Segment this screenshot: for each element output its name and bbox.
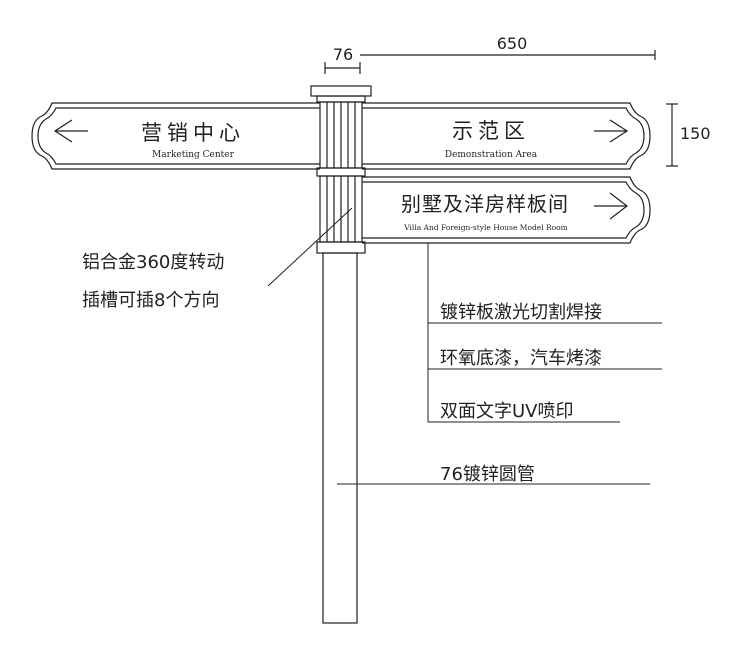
post-diameter-label: 76 [333,45,353,64]
sign-right-outline [362,102,651,170]
dimension-sign-height [666,103,678,167]
arm-length-label: 650 [497,34,528,53]
arrow-right-icon [594,119,629,143]
sign-lower-cn: 别墅及洋房样板间 [401,192,569,216]
sign-left-en: Marketing Center [152,150,235,160]
annotation-paint: 环氧底漆，汽车烤漆 [440,348,602,369]
leader-sign-specs [427,243,662,423]
bottom-ring [316,241,366,254]
annotation-rotation-line2: 插槽可插8个方向 [82,290,219,311]
dimension-arm-length [360,50,656,60]
sign-lower-en: Villa And Foreign-style House Model Room [403,223,568,232]
leader-rotation [267,207,353,287]
arrow-right-icon [594,192,628,220]
annotation-material: 镀锌板激光切割焊接 [440,302,602,323]
sign-right-cn: 示范区 [452,119,530,143]
post [322,252,358,624]
arrow-left-icon [53,119,88,143]
sign-right-en: Demonstration Area [445,150,538,160]
annotation-print: 双面文字UV喷印 [440,401,574,422]
sign-lower-outline [362,176,651,244]
top-cap [310,85,372,103]
annotation-pipe: 76镀锌圆管 [440,464,535,485]
dimension-post-width [324,62,361,74]
sign-left-cn: 营销中心 [141,121,245,145]
sign-left-outline [31,102,320,170]
upper-sleeve [319,101,363,169]
middle-ring [316,167,366,177]
annotation-rotation-line1: 铝合金360度转动 [82,252,224,273]
sign-height-label: 150 [680,124,711,143]
